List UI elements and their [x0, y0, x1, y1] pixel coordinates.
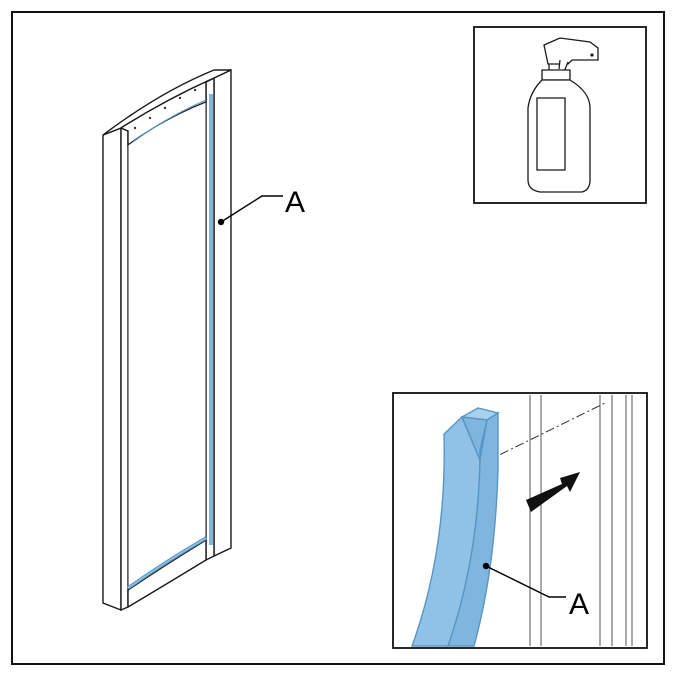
- push-arrow: [526, 472, 580, 512]
- callout-label-detail: A: [569, 588, 589, 621]
- door-glass: [127, 101, 207, 591]
- frame-profile-lines: [529, 395, 633, 646]
- callout-leader-detail: [485, 565, 566, 598]
- spray-bottle-icon: [527, 37, 599, 193]
- callout-leader-main: [220, 195, 283, 223]
- door-left-stile-front: [120, 126, 129, 612]
- gasket-strip: [410, 407, 500, 647]
- top-rail-holes: [133, 88, 197, 130]
- door-gasket: [126, 94, 213, 590]
- door-right-stile: [213, 68, 232, 558]
- callout-label-main: A: [285, 186, 305, 219]
- door-left-stile: [102, 126, 122, 612]
- alignment-line: [484, 402, 606, 463]
